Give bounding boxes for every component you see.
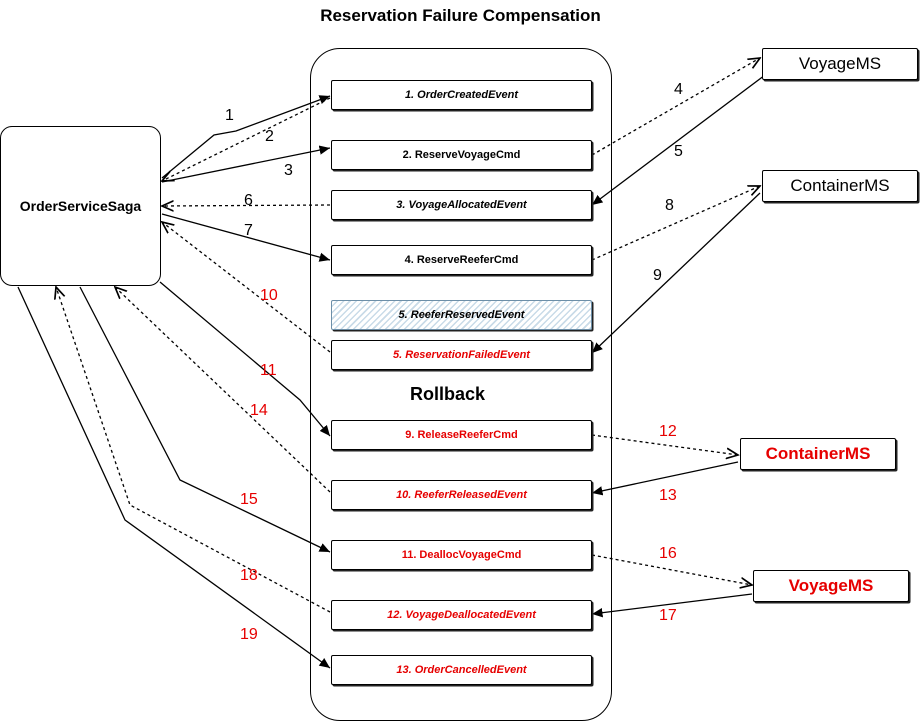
step-label-5: 5 <box>674 143 683 160</box>
rollback-label: Rollback <box>410 384 486 404</box>
arrow-7 <box>161 213 331 262</box>
step-label-9: 9 <box>653 267 662 284</box>
arrow-8 <box>591 186 760 261</box>
step-label-6: 6 <box>244 192 253 209</box>
arrow-1 <box>161 95 331 179</box>
event-voyage-deallocated[interactable]: 12. VoyageDeallocatedEvent <box>331 600 592 630</box>
service-container-ms[interactable]: ContainerMS <box>762 170 918 202</box>
arrow-4 <box>591 58 760 156</box>
step-label-4: 4 <box>674 81 683 98</box>
arrow-5 <box>591 74 766 206</box>
event-reefer-reserved[interactable]: 5. ReeferReservedEvent <box>331 300 592 330</box>
step-label-1: 1 <box>225 107 234 124</box>
arrow-15 <box>79 286 331 553</box>
step-label-2: 2 <box>265 128 274 145</box>
event-reefer-released[interactable]: 10. ReeferReleasedEvent <box>331 480 592 510</box>
arrow-19 <box>17 286 331 669</box>
step-label-12: 12 <box>659 423 677 440</box>
cmd-dealloc-voyage[interactable]: 11. DeallocVoyageCmd <box>331 540 592 570</box>
event-bus-container <box>310 48 612 721</box>
cmd-release-reefer[interactable]: 9. ReleaseReeferCmd <box>331 420 592 450</box>
event-order-cancelled[interactable]: 13. OrderCancelledEvent <box>331 655 592 685</box>
step-label-11: 11 <box>260 362 277 379</box>
event-order-created[interactable]: 1. OrderCreatedEvent <box>331 80 592 110</box>
step-label-18: 18 <box>240 567 258 584</box>
step-label-14: 14 <box>250 402 268 419</box>
arrow-6 <box>162 205 331 206</box>
step-label-13: 13 <box>659 487 677 504</box>
arrow-2 <box>162 97 331 181</box>
arrow-17 <box>591 593 753 618</box>
arrow-12 <box>591 434 738 455</box>
step-label-16: 16 <box>659 545 677 562</box>
arrow-13 <box>591 461 739 496</box>
arrow-10 <box>162 222 331 353</box>
step-label-15: 15 <box>240 491 258 508</box>
order-service-saga[interactable]: OrderServiceSaga <box>0 126 161 286</box>
step-label-10: 10 <box>260 287 278 304</box>
diagram-title: Reservation Failure Compensation <box>320 6 601 25</box>
service-voyage-ms[interactable]: VoyageMS <box>762 48 918 80</box>
step-label-3: 3 <box>284 162 293 179</box>
cmd-reserve-voyage[interactable]: 2. ReserveVoyageCmd <box>331 140 592 170</box>
arrow-11 <box>159 281 331 437</box>
arrow-18 <box>56 287 331 613</box>
step-label-8: 8 <box>665 197 674 214</box>
service-voyage-ms-rollback[interactable]: VoyageMS <box>753 570 909 602</box>
arrow-9 <box>591 192 761 354</box>
step-label-17: 17 <box>659 607 677 624</box>
event-voyage-allocated[interactable]: 3. VoyageAllocatedEvent <box>331 190 592 220</box>
arrow-3 <box>161 145 331 183</box>
arrow-14 <box>115 287 331 493</box>
cmd-reserve-reefer[interactable]: 4. ReserveReeferCmd <box>331 245 592 275</box>
service-container-ms-rollback[interactable]: ContainerMS <box>740 438 896 470</box>
event-reservation-failed[interactable]: 5. ReservationFailedEvent <box>331 340 592 370</box>
step-label-19: 19 <box>240 626 258 643</box>
step-label-7: 7 <box>244 222 253 239</box>
